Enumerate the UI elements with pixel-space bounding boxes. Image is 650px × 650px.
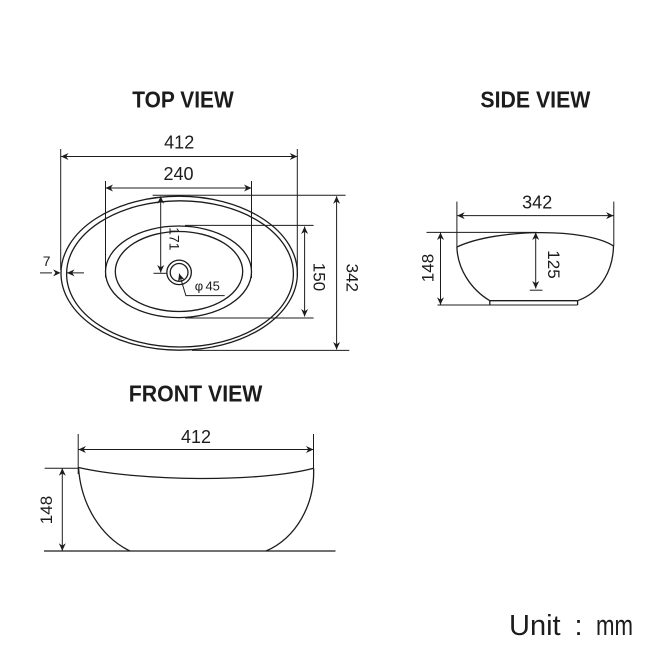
svg-text:TOP VIEW: TOP VIEW [132,87,234,113]
svg-text:FRONT VIEW: FRONT VIEW [129,381,263,407]
svg-text:412: 412 [164,133,194,153]
svg-text:171: 171 [167,227,183,251]
svg-text:150: 150 [310,263,329,291]
svg-text:φ45: φ45 [195,279,220,294]
svg-text:7: 7 [43,253,51,269]
svg-text:148: 148 [418,254,437,282]
svg-text:148: 148 [37,496,56,524]
svg-text:412: 412 [181,427,211,447]
svg-text:342: 342 [522,193,552,213]
svg-text:342: 342 [343,264,362,292]
svg-text:Unit: Unit [509,610,561,642]
svg-text::: : [575,610,583,642]
svg-text:240: 240 [163,164,193,184]
svg-text:mm: mm [596,610,633,642]
svg-text:125: 125 [544,250,563,278]
svg-text:SIDE VIEW: SIDE VIEW [480,86,590,112]
